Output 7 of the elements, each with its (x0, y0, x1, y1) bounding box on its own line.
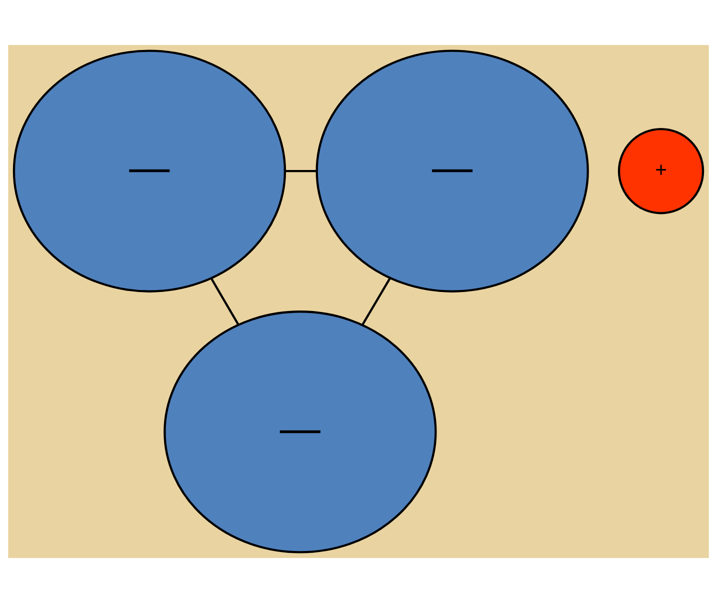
node-circle: + (618, 128, 704, 214)
node-ellipse: — (316, 50, 589, 292)
node-ellipse: — (12, 50, 286, 292)
connector (286, 170, 317, 172)
connector (361, 278, 391, 326)
node-ellipse: — (164, 310, 437, 554)
connector (210, 278, 240, 326)
